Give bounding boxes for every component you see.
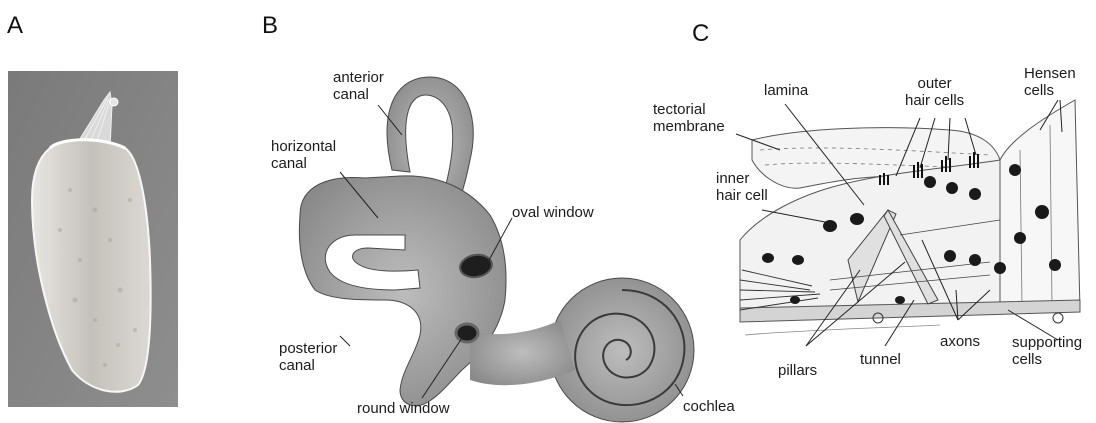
tunnel-label: tunnel	[860, 351, 901, 368]
lamina-label: lamina	[764, 82, 808, 99]
oval-window-label: oval window	[512, 204, 594, 221]
inner-ear-illustration	[299, 77, 694, 422]
organ-of-corti-illustration	[740, 100, 1080, 335]
pillars-label: pillars	[778, 362, 817, 379]
axons-label: axons	[940, 333, 980, 350]
cochlea-label: cochlea	[683, 398, 735, 415]
micrograph-hair-cell	[8, 71, 178, 407]
round-window-label: round window	[357, 400, 450, 417]
